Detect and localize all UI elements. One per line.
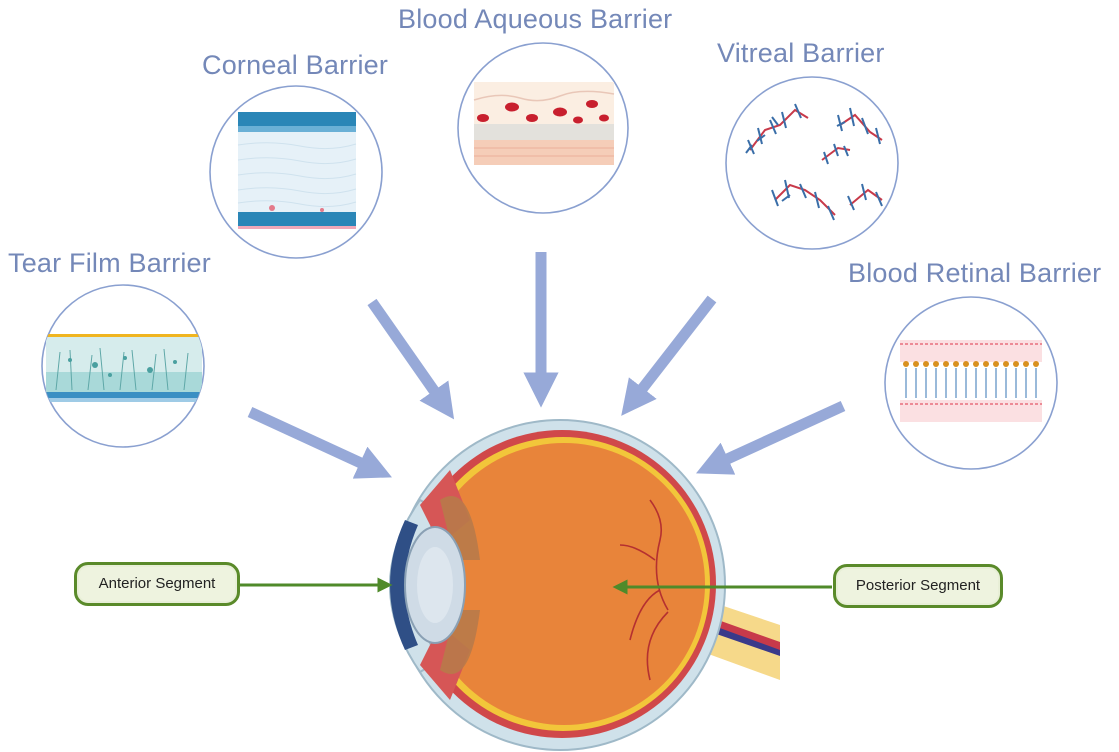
eye-cross-section — [390, 420, 780, 750]
blood-aqueous-circle — [458, 43, 628, 213]
blood-aqueous-barrier-title: Blood Aqueous Barrier — [398, 4, 672, 35]
corneal-barrier-title: Corneal Barrier — [202, 50, 388, 81]
vitreal-barrier-title: Vitreal Barrier — [717, 38, 885, 69]
blood-retinal-barrier-title: Blood Retinal Barrier — [848, 258, 1101, 289]
tear-film-barrier-title: Tear Film Barrier — [8, 248, 211, 279]
posterior-segment-label: Posterior Segment — [833, 564, 1003, 608]
anterior-segment-label: Anterior Segment — [74, 562, 240, 606]
blood-retinal-circle — [885, 297, 1057, 469]
tear-film-circle — [42, 285, 204, 447]
corneal-circle — [210, 86, 382, 258]
vitreal-circle — [726, 77, 898, 249]
arrow-corneal — [372, 302, 444, 405]
arrow-vitreal — [632, 299, 712, 402]
arrow-blood-retinal — [712, 406, 843, 466]
arrow-tear-film — [250, 412, 376, 470]
